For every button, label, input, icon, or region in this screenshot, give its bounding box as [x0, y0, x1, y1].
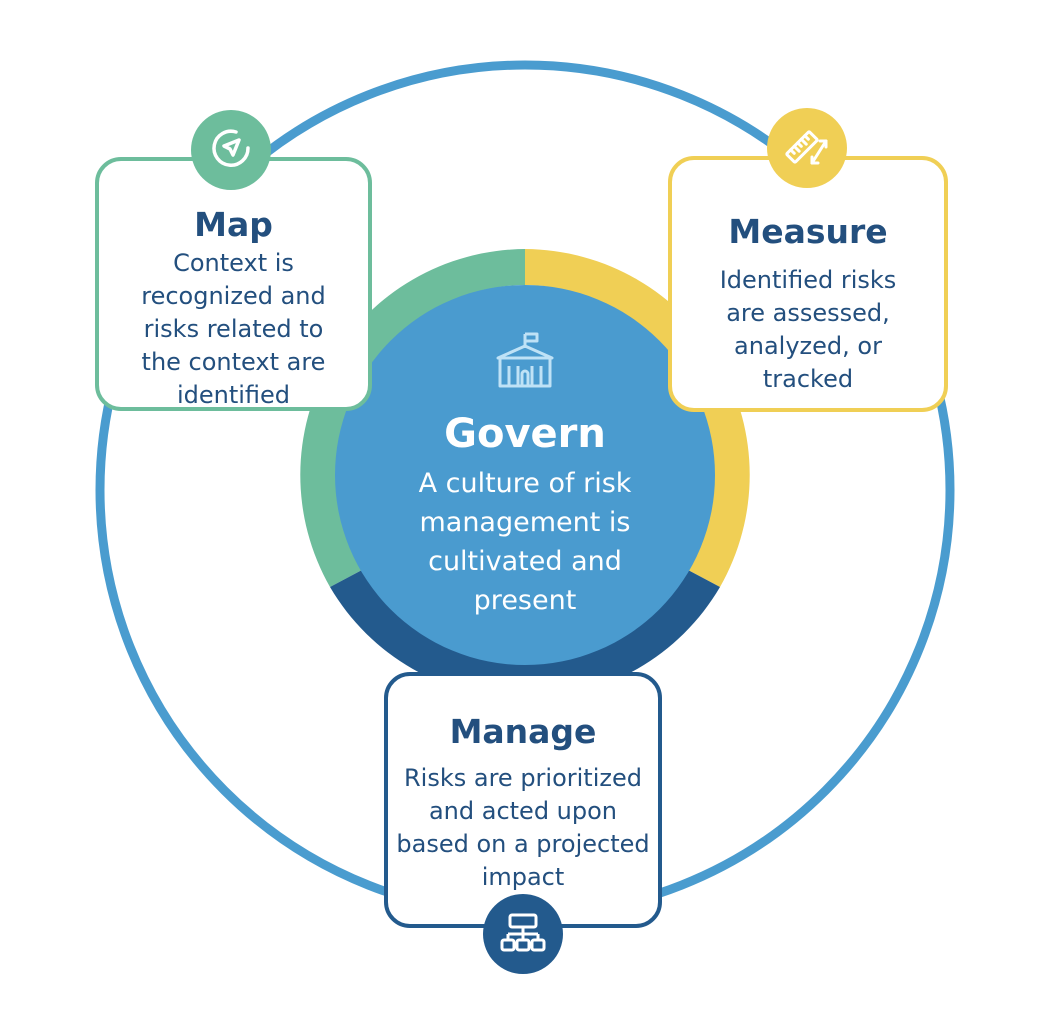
govern-description: A culture of risk management is cultivat… — [419, 464, 632, 620]
ruler-icon — [782, 121, 832, 175]
manage-arc — [330, 570, 720, 699]
manage-description: Risks are prioritized and acted upon bas… — [396, 762, 649, 894]
measure-title: Measure — [728, 212, 888, 251]
manage-description-line: Risks are prioritized — [404, 764, 642, 793]
measure-badge — [767, 108, 847, 188]
govern-description-line: cultivated and — [428, 546, 622, 577]
manage-description-line: impact — [481, 863, 565, 892]
manage-card: Manage Risks are prioritized and acted u… — [384, 672, 662, 928]
map-description-line: risks related to — [143, 315, 324, 344]
measure-description-line: are assessed, — [726, 299, 890, 328]
measure-description-line: Identified risks — [719, 266, 897, 295]
govern-description-line: management is — [419, 507, 631, 538]
govern-title: Govern — [444, 411, 606, 457]
map-description: Context is recognized and risks related … — [141, 247, 325, 412]
map-description-line: identified — [176, 381, 291, 410]
map-title: Map — [194, 205, 273, 244]
govern-description-line: present — [473, 585, 577, 616]
govern-center: Govern A culture of risk management is c… — [335, 296, 715, 676]
map-description-line: recognized and — [141, 282, 326, 311]
hierarchy-icon — [498, 907, 548, 961]
map-description-line: the context are — [141, 348, 326, 377]
navigation-arrow-icon — [206, 123, 256, 177]
map-badge — [191, 110, 271, 190]
manage-title: Manage — [449, 712, 597, 751]
map-card: Map Context is recognized and risks rela… — [95, 157, 372, 411]
measure-description-line: analyzed, or — [734, 332, 882, 361]
map-description-line: Context is — [173, 249, 294, 278]
measure-description-line: tracked — [762, 365, 854, 394]
measure-description: Identified risks are assessed, analyzed,… — [720, 264, 897, 396]
govern-core — [335, 285, 715, 665]
manage-description-line: and acted upon — [428, 797, 618, 826]
measure-card: Measure Identified risks are assessed, a… — [668, 156, 948, 412]
govern-description-line: A culture of risk — [418, 468, 632, 499]
school-building-icon — [492, 330, 558, 394]
manage-badge — [483, 894, 563, 974]
manage-description-line: based on a projected — [396, 830, 650, 859]
